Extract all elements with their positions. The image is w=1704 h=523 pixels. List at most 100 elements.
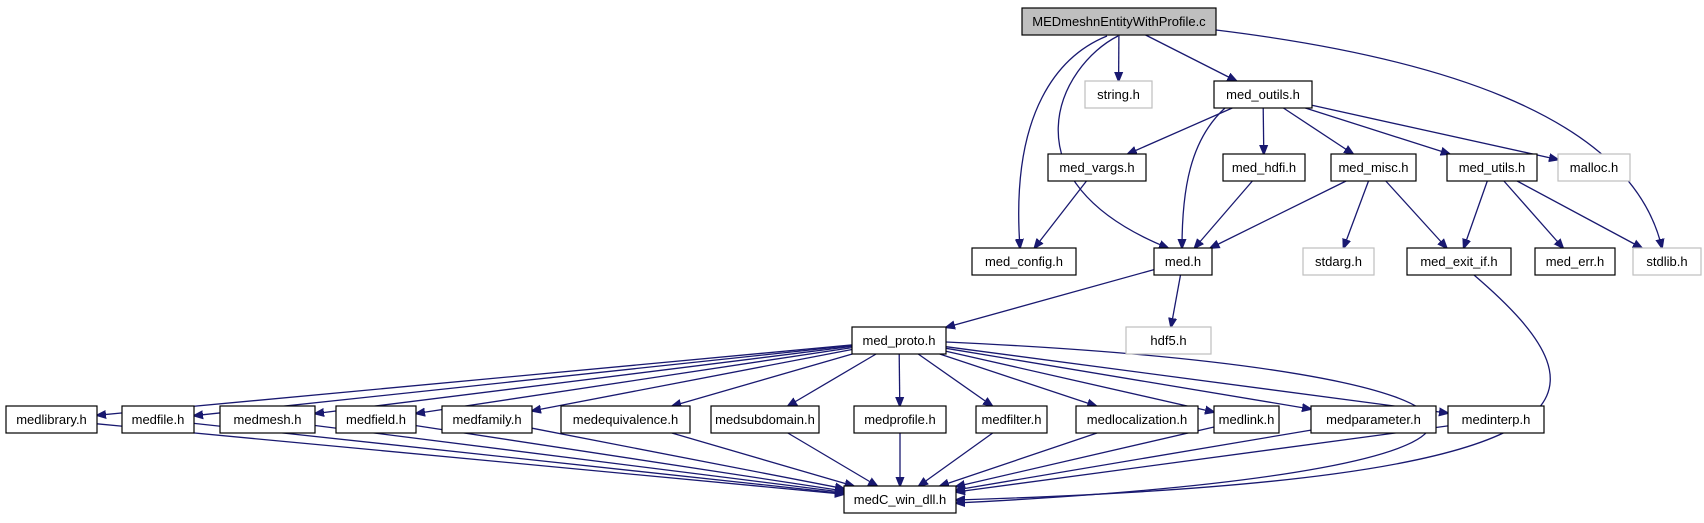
node-label: med_utils.h bbox=[1459, 160, 1525, 175]
node-medfilter-h[interactable]: medfilter.h bbox=[975, 405, 1048, 434]
edge-med_outils_h-to-med_h bbox=[1182, 107, 1226, 248]
node-label: medfilter.h bbox=[982, 412, 1042, 427]
node-stdarg-h[interactable]: stdarg.h bbox=[1302, 247, 1375, 276]
node-box[interactable] bbox=[1222, 153, 1306, 182]
node-box[interactable] bbox=[853, 405, 947, 434]
node-med-h[interactable]: med.h bbox=[1153, 247, 1213, 276]
edge-med_proto_h-to-medinterp_h bbox=[945, 346, 1448, 413]
node-box[interactable] bbox=[335, 405, 417, 434]
node-box[interactable] bbox=[1213, 405, 1280, 434]
node-string-h[interactable]: string.h bbox=[1084, 80, 1153, 109]
node-box[interactable] bbox=[1213, 80, 1313, 109]
node-medlocalization-h[interactable]: medlocalization.h bbox=[1075, 405, 1199, 434]
edge-med_vargs_h-to-med_config_h bbox=[1035, 180, 1088, 248]
node-box[interactable] bbox=[1447, 405, 1545, 434]
node-box[interactable] bbox=[843, 485, 957, 514]
edge-med_proto_h-to-medsubdomain_h bbox=[788, 353, 877, 406]
node-med-config-h[interactable]: med_config.h bbox=[971, 247, 1077, 276]
node-box[interactable] bbox=[441, 405, 533, 434]
node-box[interactable] bbox=[1534, 247, 1616, 276]
node-root[interactable]: MEDmeshnEntityWithProfile.c bbox=[1021, 7, 1217, 36]
node-box[interactable] bbox=[1406, 247, 1512, 276]
node-medinterp-h[interactable]: medinterp.h bbox=[1447, 405, 1545, 434]
edge-root-to-med_config_h bbox=[1019, 35, 1108, 248]
node-malloc-h[interactable]: malloc.h bbox=[1557, 153, 1631, 182]
edge-medmesh_h-to-medC_win_dll_h bbox=[314, 424, 844, 493]
node-box[interactable] bbox=[1153, 247, 1213, 276]
node-med-err-h[interactable]: med_err.h bbox=[1534, 247, 1616, 276]
node-label: med_exit_if.h bbox=[1420, 254, 1497, 269]
nodes: MEDmeshnEntityWithProfile.c string.h med_o… bbox=[5, 7, 1702, 514]
node-label: med_err.h bbox=[1546, 254, 1605, 269]
edge-med_proto_h-to-medfilter_h bbox=[917, 353, 992, 406]
edge-med_utils_h-to-stdlib_h bbox=[1516, 180, 1642, 248]
edge-medparameter_h-to-medC_win_dll_h bbox=[956, 429, 1312, 490]
node-med-utils-h[interactable]: med_utils.h bbox=[1446, 153, 1538, 182]
node-med-misc-h[interactable]: med_misc.h bbox=[1330, 153, 1417, 182]
node-label: medsubdomain.h bbox=[715, 412, 815, 427]
edge-med_proto_h-to-medfile_h bbox=[194, 344, 853, 416]
node-medmesh-h[interactable]: medmesh.h bbox=[219, 405, 316, 434]
edge-medlocalization_h-to-medC_win_dll_h bbox=[940, 432, 1098, 486]
node-box[interactable] bbox=[1084, 80, 1153, 109]
node-label: malloc.h bbox=[1570, 160, 1618, 175]
node-label: medprofile.h bbox=[864, 412, 936, 427]
node-label: medmesh.h bbox=[234, 412, 302, 427]
node-medequivalence-h[interactable]: medequivalence.h bbox=[560, 405, 691, 434]
node-box[interactable] bbox=[1330, 153, 1417, 182]
edge-med_proto_h-to-medmesh_h bbox=[315, 345, 853, 413]
node-box[interactable] bbox=[121, 405, 195, 434]
node-box[interactable] bbox=[5, 405, 98, 434]
edge-med_proto_h-to-medlocalization_h bbox=[939, 353, 1097, 406]
node-med-hdfi-h[interactable]: med_hdfi.h bbox=[1222, 153, 1306, 182]
node-med-vargs-h[interactable]: med_vargs.h bbox=[1047, 153, 1147, 182]
node-box[interactable] bbox=[1302, 247, 1375, 276]
node-box[interactable] bbox=[851, 326, 947, 355]
edge-med_proto_h-to-medparameter_h bbox=[945, 347, 1311, 409]
node-box[interactable] bbox=[1446, 153, 1538, 182]
edge-med_outils_h-to-med_utils_h bbox=[1305, 107, 1449, 154]
node-label: stdarg.h bbox=[1315, 254, 1362, 269]
node-box[interactable] bbox=[975, 405, 1048, 434]
node-box[interactable] bbox=[1310, 405, 1437, 434]
edge-med_misc_h-to-med_exit_if_h bbox=[1385, 180, 1447, 248]
node-medlibrary-h[interactable]: medlibrary.h bbox=[5, 405, 98, 434]
node-label: medfile.h bbox=[132, 412, 185, 427]
node-box[interactable] bbox=[1075, 405, 1199, 434]
node-box[interactable] bbox=[710, 405, 820, 434]
node-medlink-h[interactable]: medlink.h bbox=[1213, 405, 1280, 434]
node-box[interactable] bbox=[1047, 153, 1147, 182]
edge-root-to-med_outils_h bbox=[1145, 34, 1237, 81]
node-medfamily-h[interactable]: medfamily.h bbox=[441, 405, 533, 434]
node-box[interactable] bbox=[1557, 153, 1631, 182]
node-label: hdf5.h bbox=[1150, 333, 1186, 348]
node-medprofile-h[interactable]: medprofile.h bbox=[853, 405, 947, 434]
edge-root-to-stdlib_h bbox=[1215, 29, 1662, 248]
node-hdf5-h[interactable]: hdf5.h bbox=[1125, 326, 1212, 355]
node-medfile-h[interactable]: medfile.h bbox=[121, 405, 195, 434]
node-box[interactable] bbox=[560, 405, 691, 434]
node-label: medlocalization.h bbox=[1087, 412, 1187, 427]
node-stdlib-h[interactable]: stdlib.h bbox=[1632, 247, 1702, 276]
node-box[interactable] bbox=[1632, 247, 1702, 276]
node-med-proto-h[interactable]: med_proto.h bbox=[851, 326, 947, 355]
node-box[interactable] bbox=[219, 405, 316, 434]
edge-medfamily_h-to-medC_win_dll_h bbox=[531, 427, 844, 489]
node-box[interactable] bbox=[1021, 7, 1217, 36]
edge-root-to-med_h bbox=[1057, 35, 1168, 248]
edge-med_misc_h-to-med_h bbox=[1210, 180, 1347, 248]
node-label: med.h bbox=[1165, 254, 1201, 269]
node-medC-win-dll-h[interactable]: medC_win_dll.h bbox=[843, 485, 957, 514]
edge-medsubdomain_h-to-medC_win_dll_h bbox=[787, 432, 877, 486]
node-label: medlibrary.h bbox=[16, 412, 87, 427]
node-med-exit-if-h[interactable]: med_exit_if.h bbox=[1406, 247, 1512, 276]
node-med-outils-h[interactable]: med_outils.h bbox=[1213, 80, 1313, 109]
node-box[interactable] bbox=[1125, 326, 1212, 355]
node-medparameter-h[interactable]: medparameter.h bbox=[1310, 405, 1437, 434]
node-medfield-h[interactable]: medfield.h bbox=[335, 405, 417, 434]
edge-med_proto_h-to-medlibrary_h bbox=[97, 344, 853, 415]
edge-medfield_h-to-medC_win_dll_h bbox=[415, 424, 844, 491]
node-box[interactable] bbox=[971, 247, 1077, 276]
node-medsubdomain-h[interactable]: medsubdomain.h bbox=[710, 405, 820, 434]
